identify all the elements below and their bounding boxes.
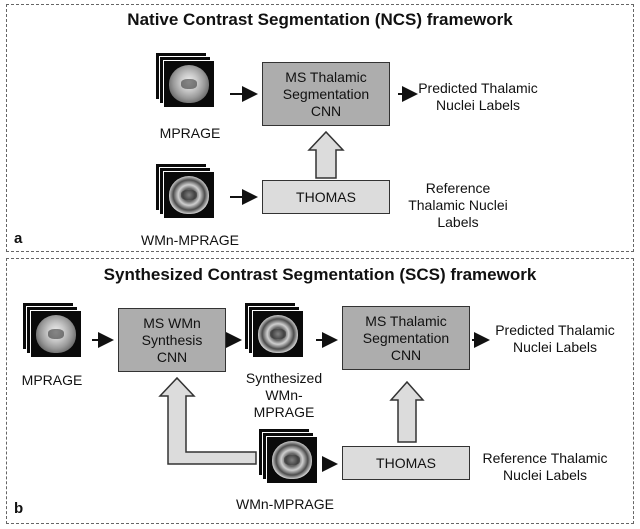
scs-segmentation-cnn-box: MS Thalamic Segmentation CNN xyxy=(342,306,470,370)
ncs-segmentation-cnn-box: MS Thalamic Segmentation CNN xyxy=(262,62,390,126)
scs-arrow-thomas-to-cnn xyxy=(389,380,425,443)
ncs-mprage-image-stack xyxy=(155,52,215,108)
scs-panel-label: b xyxy=(14,500,24,517)
scs-wmn-label: WMn-MPRAGE xyxy=(236,496,334,512)
ncs-reference-labels: Reference Thalamic Nuclei Labels xyxy=(408,180,508,230)
ncs-wmn-label: WMn-MPRAGE xyxy=(141,232,239,248)
ncs-predicted-labels: Predicted Thalamic Nuclei Labels xyxy=(418,80,538,113)
scs-synthesis-cnn-box: MS WMn Synthesis CNN xyxy=(118,308,226,372)
ncs-title: Native Contrast Segmentation (NCS) frame… xyxy=(127,10,513,29)
scs-wmn-image-stack xyxy=(258,428,318,484)
scs-synthesized-image-stack xyxy=(244,302,304,358)
ncs-thomas-box: THOMAS xyxy=(262,180,390,214)
scs-predicted-labels: Predicted Thalamic Nuclei Labels xyxy=(495,322,615,355)
ncs-mprage-label: MPRAGE xyxy=(159,125,221,141)
scs-thomas-box: THOMAS xyxy=(342,446,470,480)
ncs-wmn-image-stack xyxy=(155,163,215,219)
scs-title: Synthesized Contrast Segmentation (SCS) … xyxy=(103,265,537,284)
scs-mprage-image-stack xyxy=(22,302,82,358)
scs-panel xyxy=(6,258,634,524)
ncs-panel-label: a xyxy=(14,230,23,247)
ncs-panel xyxy=(6,4,634,252)
scs-mprage-label: MPRAGE xyxy=(21,372,83,388)
scs-synthesized-label: Synthesized WMn-MPRAGE xyxy=(245,370,323,420)
ncs-arrow-thomas-to-cnn xyxy=(307,130,345,179)
scs-arrow-wmn-to-synthesis xyxy=(158,376,257,465)
scs-reference-labels: Reference Thalamic Nuclei Labels xyxy=(482,450,608,483)
